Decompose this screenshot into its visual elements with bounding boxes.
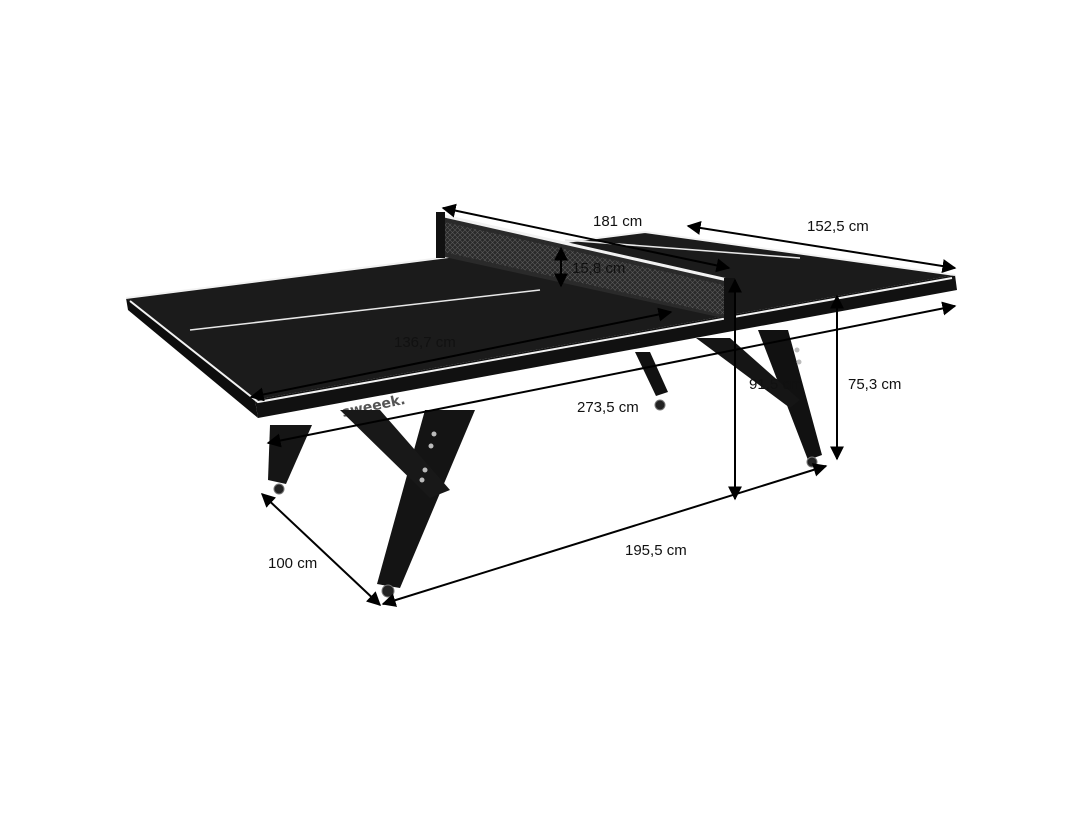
label-table-height: 75,3 cm <box>848 376 901 393</box>
label-leg-span-width: 100 cm <box>268 555 317 572</box>
dimension-arrows <box>249 203 957 607</box>
arrow-net-length <box>441 203 731 273</box>
label-total-length: 273,5 cm <box>577 399 639 416</box>
label-table-width: 152,5 cm <box>807 218 869 235</box>
label-leg-span-length: 195,5 cm <box>625 542 687 559</box>
arrow-leg-span-length <box>381 463 828 607</box>
arrow-leg-span-width <box>260 493 382 606</box>
label-height-with-net: 91,5 cm <box>749 376 802 393</box>
label-net-height: 15,8 cm <box>572 260 625 277</box>
label-net-length: 181 cm <box>593 213 642 230</box>
arrow-table-width <box>686 221 957 273</box>
label-half-length: 136,7 cm <box>394 334 456 351</box>
dimension-labels: 181 cm 152,5 cm 15,8 cm 136,7 cm 273,5 c… <box>268 213 901 572</box>
